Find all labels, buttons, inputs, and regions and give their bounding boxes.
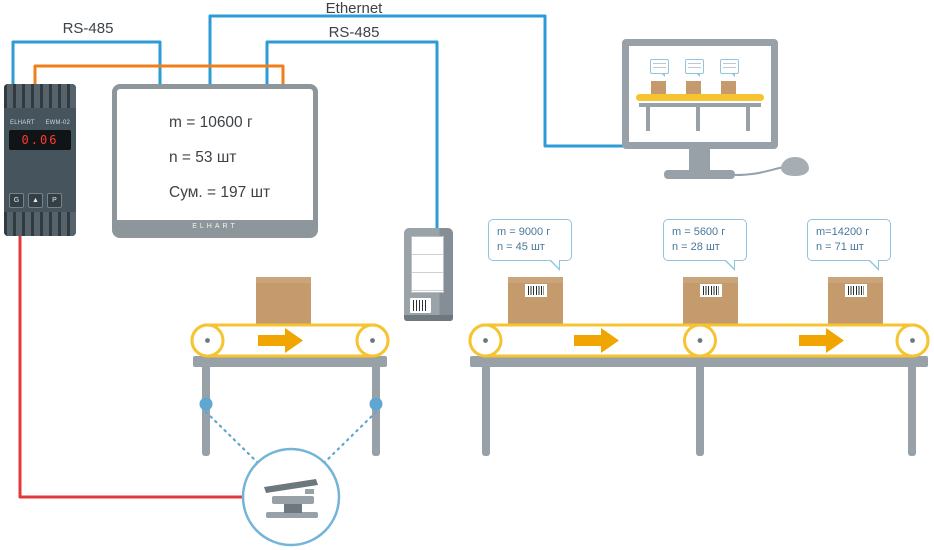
loadcell-knob	[305, 489, 314, 494]
barcode-icon	[413, 300, 428, 311]
weight-label-bubble: m = 5600 г n = 28 шт	[663, 219, 747, 271]
module-model: EWM-02	[45, 120, 70, 126]
barcode-icon	[527, 286, 544, 295]
weighing-module: ELHART EWM-02 0.06 G ▲ P	[4, 84, 76, 236]
loadcell-column	[284, 503, 302, 513]
loadcell-base	[266, 512, 318, 518]
computer-mouse	[781, 157, 809, 176]
barcode-label	[524, 284, 547, 297]
ethernet-wire	[208, 14, 626, 148]
direction-arrow	[799, 328, 844, 353]
barcode-label	[699, 284, 722, 297]
roller-axle	[483, 338, 488, 343]
wires	[11, 14, 785, 499]
ethernet-label: Ethernet	[325, 0, 383, 17]
loadcell-callout-line	[204, 410, 260, 465]
cardboard-box-labeled	[508, 277, 563, 327]
bubble-mass: m = 9000 г	[497, 226, 551, 238]
roller-axle	[370, 338, 375, 343]
mini-box	[686, 81, 701, 94]
panel-brand: ELHART	[117, 220, 313, 233]
barcode-printer	[404, 228, 453, 321]
rs485-wire-orange	[33, 64, 285, 90]
conveyor-beam	[193, 356, 387, 367]
load-cell-point	[369, 397, 383, 411]
loadcell-callout-line	[322, 410, 378, 465]
monitor-stand	[689, 148, 710, 172]
terminal-block-top	[4, 84, 76, 108]
mini-speech-bubble	[650, 59, 669, 77]
conveyor-leg	[696, 338, 704, 456]
cardboard-box-labeled	[683, 277, 738, 327]
mini-box	[651, 81, 666, 94]
computer-monitor	[622, 39, 778, 149]
cardboard-box-labeled	[828, 277, 883, 327]
rs485-left-label: RS-485	[62, 20, 114, 37]
conveyor-leg	[482, 338, 490, 456]
cardboard-box	[256, 277, 311, 327]
barcode-icon	[702, 286, 719, 295]
printed-label	[410, 298, 431, 313]
loadcell-plate	[264, 479, 318, 493]
mouse-cable	[734, 166, 785, 176]
mini-conveyor-belt	[636, 94, 764, 101]
bubble-count: n = 45 шт	[497, 241, 545, 253]
roller-axle	[205, 338, 210, 343]
weight-label-bubble: m = 9000 г n = 45 шт	[488, 219, 572, 271]
conveyor-leg	[202, 338, 210, 456]
seven-segment-display: 0.06	[9, 130, 71, 150]
panel-count-line: n = 53 шт	[169, 149, 237, 166]
indicator-panel: m = 10600 г n = 53 шт Сум. = 197 шт ELHA…	[112, 84, 318, 238]
rs485-center-label: RS-485	[328, 24, 380, 41]
module-brand: ELHART	[10, 120, 35, 126]
barcode-icon	[847, 286, 864, 295]
bubble-text-lines	[653, 63, 666, 70]
module-button-2: ▲	[28, 193, 43, 208]
module-button-1: G	[9, 193, 24, 208]
bubble-text-lines	[688, 63, 701, 70]
mini-speech-bubble	[685, 59, 704, 77]
bubble-count: n = 71 шт	[816, 241, 864, 253]
module-face: ELHART EWM-02 0.06 G ▲ P	[8, 108, 72, 212]
module-buttons: G ▲ P	[8, 193, 72, 212]
load-cell-detail	[199, 397, 383, 547]
printer-base	[404, 315, 453, 321]
mini-conveyor-beam	[639, 103, 761, 107]
mini-conveyor-leg	[746, 103, 750, 131]
conveyor-leg	[372, 338, 380, 456]
loadcell-beam	[272, 496, 314, 504]
roller-axle	[910, 338, 915, 343]
mini-conveyor-leg	[696, 103, 700, 131]
direction-arrow	[574, 328, 619, 353]
mini-box	[721, 81, 736, 94]
right-conveyor	[468, 323, 930, 456]
left-conveyor	[190, 323, 390, 456]
bubble-count: n = 28 шт	[672, 241, 720, 253]
mini-conveyor-leg	[646, 103, 650, 131]
direction-arrow	[258, 328, 303, 353]
panel-mass-line: m = 10600 г	[169, 114, 253, 131]
bubble-mass: m=14200 г	[816, 226, 870, 238]
bubble-text-lines	[723, 63, 736, 70]
barcode-label	[844, 284, 867, 297]
load-cell-point	[199, 397, 213, 411]
terminal-block-bottom	[4, 212, 76, 236]
bubble-mass: m = 5600 г	[672, 226, 726, 238]
monitor-screen	[629, 46, 771, 142]
monitor-base	[664, 170, 735, 179]
module-button-3: P	[47, 193, 62, 208]
conveyor-leg	[908, 338, 916, 456]
conveyor-beam	[470, 356, 928, 367]
printer-label-window	[411, 236, 444, 293]
panel-total-line: Сум. = 197 шт	[169, 184, 271, 201]
module-brand-row: ELHART EWM-02	[8, 120, 72, 126]
mini-speech-bubble	[720, 59, 739, 77]
loadcell-wire-red	[18, 230, 243, 499]
weight-label-bubble: m=14200 г n = 71 шт	[807, 219, 891, 271]
roller-axle	[697, 338, 703, 343]
